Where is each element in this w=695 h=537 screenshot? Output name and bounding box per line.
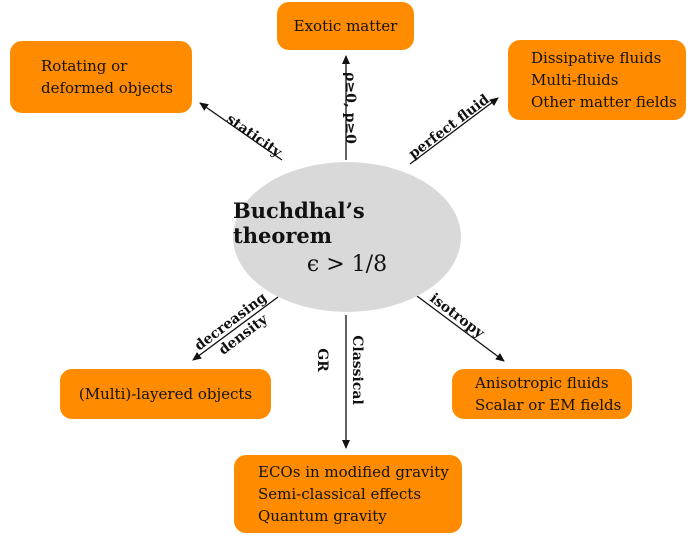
box-line: Semi-classical effects bbox=[258, 485, 422, 503]
theorem-condition: ϵ > 1/8 bbox=[306, 251, 388, 277]
classical-label: Classical bbox=[348, 335, 365, 405]
box-line: Scalar or EM fields bbox=[475, 396, 622, 414]
box-line: ECOs in modified gravity bbox=[258, 463, 449, 481]
box-line: Dissipative fluids bbox=[531, 49, 662, 67]
anisotropic-fluids-box: Anisotropic fluids Scalar or EM fields bbox=[452, 369, 632, 419]
box-line: Multi-fluids bbox=[531, 71, 619, 89]
box-line: Other matter fields bbox=[531, 93, 677, 111]
exotic-matter-box: Exotic matter bbox=[277, 2, 414, 50]
theorem-ellipse: Buchdhal’s theorem ϵ > 1/8 bbox=[233, 162, 461, 312]
box-line: Exotic matter bbox=[293, 17, 398, 35]
rotating-objects-box: Rotating or deformed objects bbox=[10, 41, 192, 113]
box-line: Rotating or bbox=[41, 57, 128, 75]
box-line: Anisotropic fluids bbox=[475, 374, 609, 392]
theorem-title: Buchdhal’s theorem bbox=[233, 197, 365, 248]
ecos-box: ECOs in modified gravity Semi-classical … bbox=[234, 455, 462, 533]
gr-label: GR bbox=[313, 348, 330, 372]
box-line: deformed objects bbox=[41, 79, 173, 97]
arrow-upper-right bbox=[409, 97, 499, 165]
arrow-lower-right bbox=[416, 295, 505, 362]
box-line: Quantum gravity bbox=[258, 507, 387, 525]
arrow-lower-left bbox=[192, 296, 279, 361]
dissipative-fluids-box: Dissipative fluids Multi-fluids Other ma… bbox=[508, 40, 686, 120]
arrow-upper-left bbox=[199, 102, 283, 161]
layered-objects-box: (Multi)-layered objects bbox=[60, 369, 271, 419]
energy-condition-label: ρ≥0, p≥0 bbox=[341, 72, 358, 144]
box-line: (Multi)-layered objects bbox=[78, 385, 253, 403]
